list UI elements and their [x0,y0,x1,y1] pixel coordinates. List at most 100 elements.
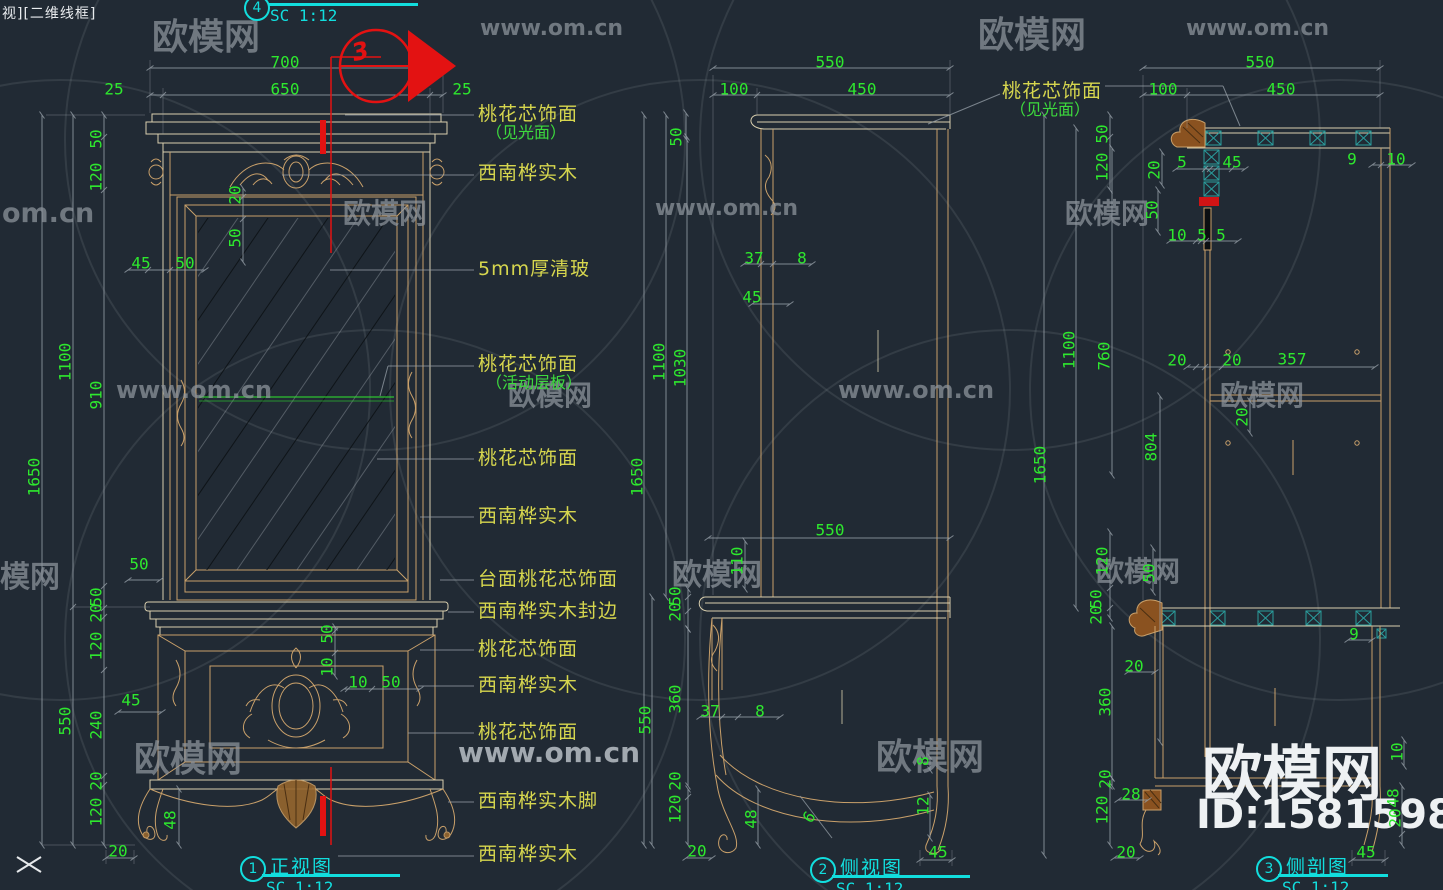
dim-front: 50 [86,129,106,149]
view-number: 3 [1256,856,1282,882]
side-view-drawing [698,114,951,854]
dim-front: 240 [86,710,106,740]
dim-section: 10 [1387,742,1407,762]
material-callout: 桃花芯饰面（见光面） [1002,80,1103,119]
dim-front: 50 [175,253,195,273]
dim-side: 550 [635,705,655,735]
dim-side: 8 [913,756,933,766]
dim-front: 25 [104,79,124,99]
dim-section: 10 [1167,225,1187,245]
dim-section: 20 [1095,769,1115,789]
dim-front: 10 [348,672,368,692]
dim-front: 20 [225,185,245,205]
watermark-brand: 欧模网 [876,737,985,778]
callout-text: 西南桦实木脚 [478,790,599,812]
dim-side: 450 [847,79,877,99]
dim-side: 37 [744,248,764,268]
dim-section: 45 [1356,842,1376,862]
title-underline [1278,874,1388,877]
callout-text: 西南桦实木 [478,162,579,184]
dim-front: 45 [121,690,141,710]
dim-section: 48 [1383,788,1403,808]
watermark-brand: 欧模网 [1065,197,1150,230]
callout-subtext: （活动层板） [486,372,583,392]
viewport-label: 视][二维线框] [2,6,97,22]
watermark-site: www.om.cn [838,376,995,404]
dim-side: 120 [665,794,685,824]
dim-section: 5 [1197,225,1207,245]
dim-front: 20 [108,841,128,861]
dim-front: 1100 [55,342,75,382]
dim-section: 28 [1121,784,1141,804]
section-hatch-boxes [1159,130,1387,639]
dim-side: 20 [687,841,707,861]
material-callout: 西南桦实木 [478,506,578,527]
watermark-brand: 欧模网 [508,379,593,412]
watermark-brand: 欧模网 [343,197,428,230]
dim-section: 50 [1139,563,1159,583]
watermark-site: www.om.cn [1186,16,1330,41]
material-callout: 桃花芯饰面 [478,722,578,743]
dim-front: 120 [86,797,106,827]
material-callout: 桃花芯饰面（活动层板） [478,353,583,392]
callout-text: 西南桦实木 [478,674,579,696]
callout-text: 桃花芯饰面 [1002,80,1103,102]
material-callout: 西南桦实木 [478,674,579,696]
dim-side: 12 [913,796,933,816]
dim-section: 357 [1277,349,1307,369]
dim-side: 1650 [627,457,647,497]
dim-side: 50 [666,127,686,147]
dim-side: 110 [727,546,747,576]
view-name: 正视图 [270,856,334,878]
view-scale: SC 1:12 [266,878,334,890]
dim-front: 120 [86,162,106,192]
watermark-brand: 欧模网 [134,739,243,780]
watermark-site: www.om.cn [655,196,799,221]
dim-section: 20 [1167,350,1187,370]
watermark-site: www.om.cn [458,736,641,769]
dim-section: 760 [1094,341,1114,371]
section-cut-marker: 3 [320,28,456,845]
sofa-icon [815,729,873,763]
dim-side: 20 [665,771,685,791]
dim-section: 1650 [1030,445,1050,485]
dim-front: 50 [317,624,337,644]
dim-section: 45 [1222,152,1242,172]
front-view-drawing [137,113,456,841]
dim-section: 20 [1222,350,1242,370]
detail-number: 4 [244,0,270,21]
dimension-lines [39,60,1416,866]
dim-side: 550 [815,520,845,540]
sofa-icon [1003,193,1049,220]
dim-section: 20 [1232,407,1252,427]
callout-text: 5mm厚清玻 [478,258,591,280]
dim-section: 120 [1092,152,1112,182]
view-name: 侧剖图 [1286,856,1350,878]
dim-front: 20 [86,603,106,623]
dim-section: 20 [1385,808,1405,828]
dim-front: 1650 [24,457,44,497]
section-view-drawing [1128,118,1400,856]
dim-section: 5 [1216,225,1226,245]
dim-section: 550 [1245,52,1275,72]
dim-front: 25 [452,79,472,99]
dim-side: 1100 [649,342,669,382]
watermark-site-short: om.cn [2,198,95,229]
dim-side: 45 [928,842,948,862]
dim-front: 48 [160,810,180,830]
dim-front: 910 [86,380,106,410]
view-number: 2 [810,857,836,883]
dim-front: 50 [225,228,245,248]
dim-section: 804 [1141,432,1161,462]
watermark-site: www.om.cn [116,376,273,404]
dim-side: 100 [719,79,749,99]
sofa-icon [915,5,971,38]
callout-text: 桃花芯饰面 [478,103,579,125]
view-name: 侧视图 [840,857,904,879]
material-callout: 台面桃花芯饰面 [478,569,618,590]
dim-side: 8 [797,248,807,268]
dim-section: 9 [1347,149,1357,169]
callout-text: 桃花芯饰面 [478,353,579,375]
dim-side: 20 [665,602,685,622]
